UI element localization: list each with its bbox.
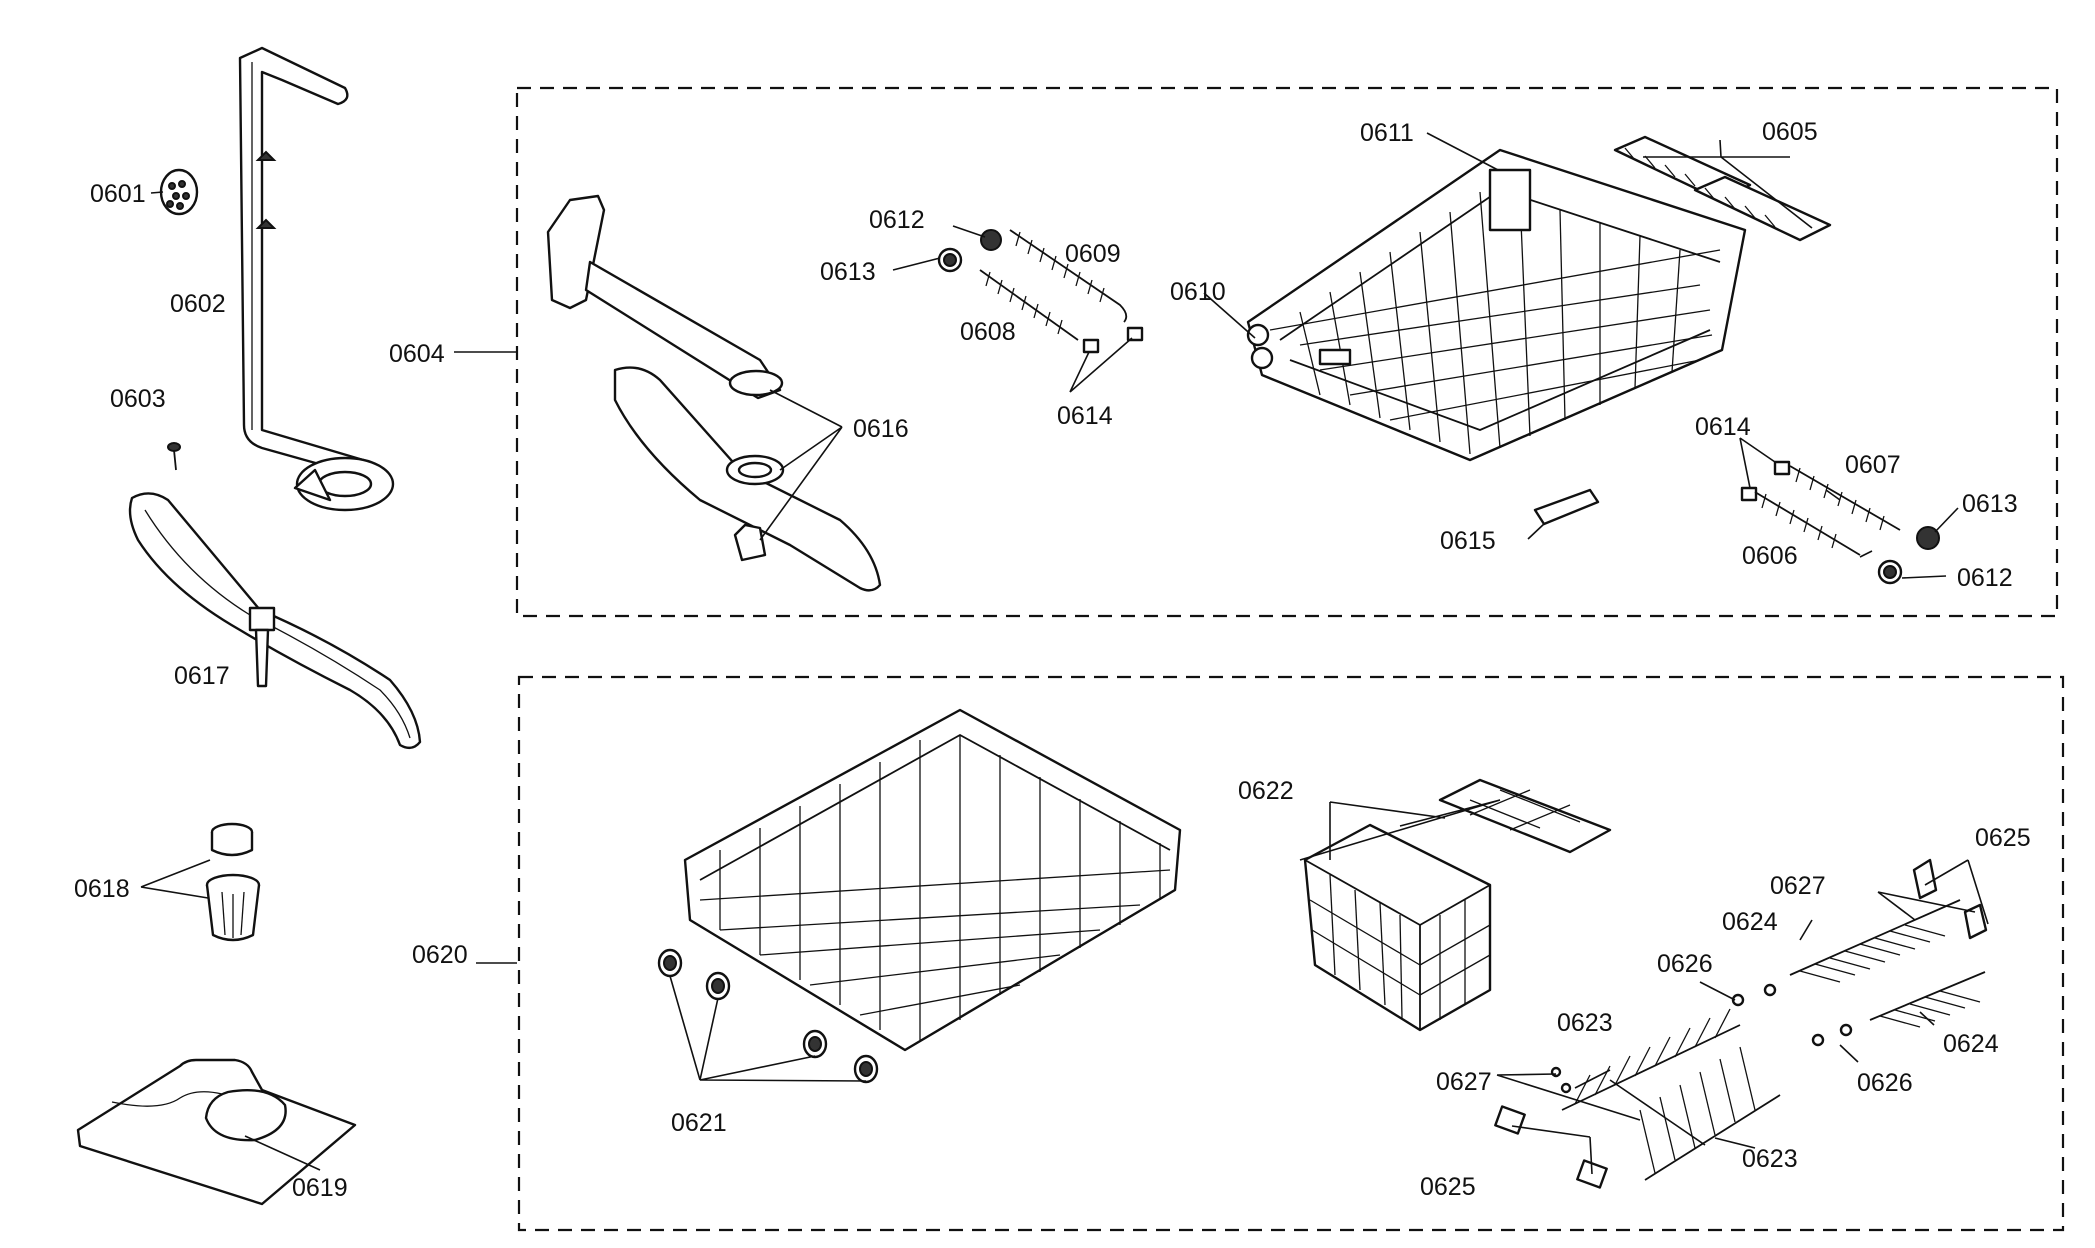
callout-0614b: 0614 <box>1695 413 1751 441</box>
part-0604-upper-spray-assembly <box>546 194 882 592</box>
callout-0606: 0606 <box>1742 542 1798 570</box>
callout-0624b: 0624 <box>1943 1030 1999 1058</box>
callout-0627b: 0627 <box>1436 1068 1492 1096</box>
part-0622-cutlery-basket <box>1303 778 1612 1032</box>
callout-0626b: 0626 <box>1857 1069 1913 1097</box>
callout-0613b: 0613 <box>1962 490 2018 518</box>
callout-0623a: 0623 <box>1557 1009 1613 1037</box>
part-0619-cover-plate <box>76 1058 357 1206</box>
callout-0626a: 0626 <box>1657 950 1713 978</box>
callout-0620: 0620 <box>412 941 468 969</box>
callout-0613a: 0613 <box>820 258 876 286</box>
callout-0610: 0610 <box>1170 278 1226 306</box>
callout-0617: 0617 <box>174 662 230 690</box>
part-0601-filter-cap <box>159 168 199 216</box>
callout-0621: 0621 <box>671 1109 727 1137</box>
part-rail-set-left <box>937 229 1144 354</box>
lower-rack-group-box <box>517 675 2065 1232</box>
callout-0624a: 0624 <box>1722 908 1778 936</box>
callout-0607: 0607 <box>1845 451 1901 479</box>
callout-labels: 0601 0602 0603 0604 0612 0613 0609 0608 … <box>74 118 2031 1202</box>
callout-0619: 0619 <box>292 1174 348 1202</box>
callout-0627a: 0627 <box>1770 872 1826 900</box>
part-0602-supply-tube <box>238 46 395 512</box>
callout-0623b: 0623 <box>1742 1145 1798 1173</box>
part-0615-clip <box>1533 488 1600 526</box>
callout-0614a: 0614 <box>1057 402 1113 430</box>
part-0620-lower-rack <box>683 708 1182 1052</box>
part-0605-cup-shelves <box>1613 135 1832 242</box>
part-lower-accessories <box>1494 858 1988 1189</box>
callout-0618: 0618 <box>74 875 130 903</box>
callout-0611: 0611 <box>1360 119 1414 147</box>
part-0618-fine-filter <box>205 822 261 942</box>
callout-0625a: 0625 <box>1975 824 2031 852</box>
leader-lines <box>140 132 1989 1175</box>
part-0611-upper-rack <box>1246 148 1747 462</box>
callout-0605: 0605 <box>1762 118 1818 146</box>
callout-0609: 0609 <box>1065 240 1121 268</box>
callout-0616: 0616 <box>853 415 909 443</box>
callout-0608: 0608 <box>960 318 1016 346</box>
callout-0601: 0601 <box>90 180 146 208</box>
part-0603-screw <box>167 442 181 471</box>
callout-0604: 0604 <box>389 340 445 368</box>
callout-0625b: 0625 <box>1420 1173 1476 1201</box>
callout-0615: 0615 <box>1440 527 1496 555</box>
part-0617-lower-spray-arm <box>128 492 422 750</box>
callout-0603: 0603 <box>110 385 166 413</box>
callout-0612b: 0612 <box>1957 564 2013 592</box>
part-rail-set-right <box>1740 460 1940 585</box>
callout-0612a: 0612 <box>869 206 925 234</box>
callout-0602: 0602 <box>170 290 226 318</box>
callout-0622: 0622 <box>1238 777 1294 805</box>
